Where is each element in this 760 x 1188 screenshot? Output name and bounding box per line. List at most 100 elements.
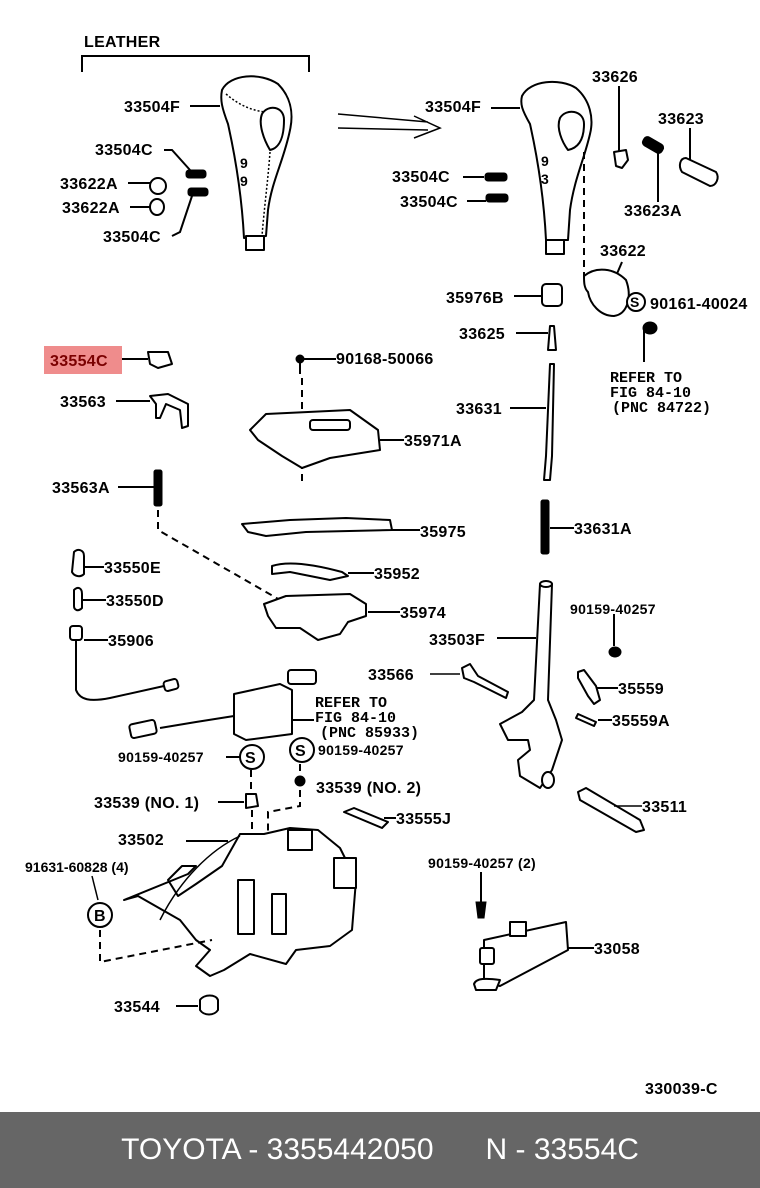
label-33622A: 33622A bbox=[60, 176, 118, 193]
pin-33625[interactable] bbox=[547, 325, 557, 351]
pin-33511[interactable] bbox=[577, 787, 645, 833]
label-33539-no1: 33539 (NO. 1) bbox=[94, 795, 199, 812]
symbol-s-circle-c bbox=[289, 737, 315, 763]
bolt-90159-40257-2[interactable] bbox=[475, 901, 487, 919]
refer-note-84722-line3: (PNC 84722) bbox=[612, 400, 711, 417]
arrow-icon bbox=[337, 113, 442, 139]
svg-text:3: 3 bbox=[541, 171, 549, 187]
label-33544: 33544 bbox=[114, 999, 160, 1016]
label-33623A: 33623A bbox=[624, 203, 682, 220]
symbol-b: B bbox=[94, 908, 106, 925]
label-33504C-2: 33504C bbox=[103, 229, 161, 246]
label-91631-60828: 91631-60828 (4) bbox=[25, 859, 129, 875]
lever-33563[interactable] bbox=[149, 393, 189, 429]
symbol-s-circle bbox=[626, 292, 646, 312]
cap-33622A[interactable] bbox=[149, 177, 167, 195]
label-33504C-4: 33504C bbox=[400, 194, 458, 211]
label-33504C-3: 33504C bbox=[392, 169, 450, 186]
label-33631: 33631 bbox=[456, 401, 502, 418]
bushing-35976B[interactable] bbox=[541, 283, 563, 307]
footer-bar: TOYOTA - 3355442050 N - 33554C bbox=[0, 1112, 760, 1188]
label-33563: 33563 bbox=[60, 394, 106, 411]
label-33539-no2: 33539 (NO. 2) bbox=[316, 780, 421, 797]
label-33555J: 33555J bbox=[396, 811, 451, 828]
refer-note-85933-line3: (PNC 85933) bbox=[320, 725, 419, 742]
symbol-b-circle bbox=[87, 902, 113, 928]
screw-33504C-b2[interactable] bbox=[485, 193, 509, 203]
bolt-90159-40257-a[interactable] bbox=[608, 646, 622, 658]
label-35559A: 35559A bbox=[612, 713, 670, 730]
figure-code: 330039-C bbox=[645, 1081, 718, 1098]
footer-brand-part-number: TOYOTA - 3355442050 bbox=[121, 1133, 434, 1166]
spring-33623A[interactable] bbox=[641, 135, 665, 155]
label-33504C: 33504C bbox=[95, 142, 153, 159]
spring-33631A[interactable] bbox=[540, 499, 550, 555]
screw-33504C[interactable] bbox=[185, 169, 209, 197]
label-35975: 35975 bbox=[420, 524, 466, 541]
label-33626: 33626 bbox=[592, 69, 638, 86]
label-33550E: 33550E bbox=[104, 560, 161, 577]
refer-note-84722-line2: FIG 84-10 bbox=[610, 385, 691, 402]
label-90159-40257-c: 90159-40257 bbox=[318, 742, 404, 758]
shift-knob-leather[interactable]: 9 9 bbox=[220, 75, 293, 251]
label-35971A: 35971A bbox=[404, 433, 462, 450]
label-35952: 35952 bbox=[374, 566, 420, 583]
shift-lock-solenoid[interactable] bbox=[128, 669, 317, 741]
socket-35906[interactable] bbox=[69, 625, 180, 701]
shift-lever-base-33502[interactable] bbox=[123, 827, 357, 977]
shift-lever-33503F[interactable] bbox=[499, 580, 563, 789]
ring-90161-40024[interactable] bbox=[642, 321, 658, 335]
button-33622[interactable] bbox=[583, 268, 630, 317]
label-35906: 35906 bbox=[108, 633, 154, 650]
bulb-33550E[interactable] bbox=[71, 548, 85, 578]
cap-33622A-2[interactable] bbox=[149, 198, 165, 216]
bushing-33544[interactable] bbox=[199, 994, 219, 1016]
screw-33504C-b1[interactable] bbox=[484, 172, 508, 182]
label-33058: 33058 bbox=[594, 941, 640, 958]
label-33622: 33622 bbox=[600, 243, 646, 260]
symbol-s-circle-b bbox=[239, 744, 265, 770]
label-35976B: 35976B bbox=[446, 290, 504, 307]
label-33504F: 33504F bbox=[124, 99, 180, 116]
label-35559: 35559 bbox=[618, 681, 664, 698]
label-33622A-2: 33622A bbox=[62, 200, 120, 217]
indicator-housing-35971A[interactable] bbox=[249, 409, 381, 469]
label-33511: 33511 bbox=[642, 799, 687, 816]
label-90159-40257-2: 90159-40257 (2) bbox=[428, 855, 536, 871]
label-35974: 35974 bbox=[400, 605, 446, 622]
label-33504F-2: 33504F bbox=[425, 99, 481, 116]
part-33554C[interactable] bbox=[147, 351, 173, 369]
clip-33626[interactable] bbox=[613, 149, 629, 169]
svg-text:9: 9 bbox=[240, 155, 248, 171]
pad-33555J[interactable] bbox=[343, 807, 389, 829]
highlight-box bbox=[44, 346, 122, 374]
symbol-s-c: S bbox=[295, 743, 306, 760]
refer-note-85933-line2: FIG 84-10 bbox=[315, 710, 396, 727]
label-33554C[interactable]: 33554C bbox=[50, 353, 108, 370]
label-90159-40257-a: 90159-40257 bbox=[570, 601, 656, 617]
label-33502: 33502 bbox=[118, 832, 164, 849]
label-90161-40024: 90161-40024 bbox=[650, 296, 748, 313]
leather-group-label: LEATHER bbox=[84, 34, 161, 51]
part-35974[interactable] bbox=[263, 593, 367, 641]
label-33503F: 33503F bbox=[429, 632, 485, 649]
control-unit-33058[interactable] bbox=[473, 921, 569, 991]
label-33625: 33625 bbox=[459, 326, 505, 343]
pin-35559A[interactable] bbox=[575, 713, 597, 727]
shift-knob-standard[interactable]: 9 3 bbox=[520, 80, 593, 255]
pin-33566[interactable] bbox=[461, 663, 509, 699]
spring-33563A[interactable] bbox=[153, 469, 163, 507]
rod-33631[interactable] bbox=[543, 363, 555, 481]
footer-reference: N - 33554C bbox=[485, 1133, 639, 1166]
label-33563A: 33563A bbox=[52, 480, 110, 497]
bulb-33550D[interactable] bbox=[73, 586, 83, 612]
plate-35559[interactable] bbox=[577, 669, 601, 705]
label-90168-50066: 90168-50066 bbox=[336, 351, 434, 368]
part-35952[interactable] bbox=[271, 562, 349, 581]
nut-33539-no2[interactable] bbox=[294, 775, 306, 787]
refer-note-85933-line1: REFER TO bbox=[315, 695, 387, 712]
nut-33539-no1[interactable] bbox=[245, 793, 259, 809]
plate-35975[interactable] bbox=[241, 517, 393, 537]
label-33623: 33623 bbox=[658, 111, 704, 128]
pin-33623[interactable] bbox=[678, 157, 719, 187]
